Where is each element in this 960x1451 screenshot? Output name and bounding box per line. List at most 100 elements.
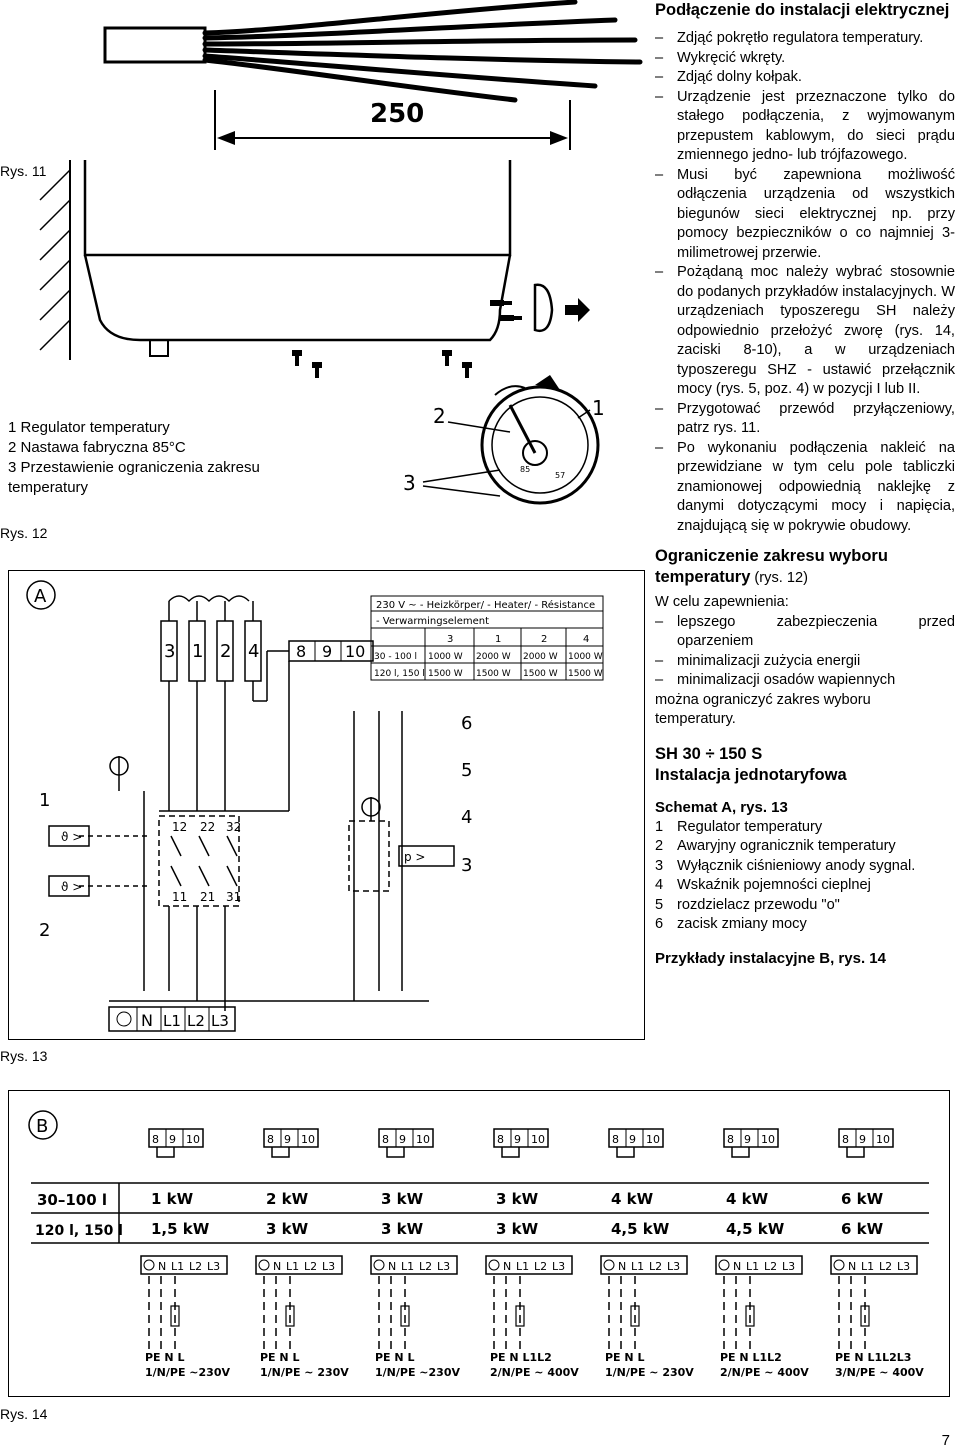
fig12-legend-item: 3 Przestawienie ograniczenia zakresu tem… (8, 459, 260, 496)
heading-install: Instalacja jednotaryfowa (655, 765, 847, 784)
ground-icon (143, 1259, 155, 1271)
power-value-row2: 1,5 kW (151, 1220, 210, 1238)
terminal-block (140, 1255, 228, 1275)
fig13-callout-2: 2 (39, 920, 50, 941)
fig11-dimension: 250 (370, 99, 424, 129)
power-table-cell: 1500 W (428, 669, 463, 679)
heater-label: 1 (192, 641, 203, 662)
selector-block (263, 1128, 319, 1148)
dial-mark-57: 57 (555, 471, 565, 480)
power-value-row2: 3 kW (381, 1220, 424, 1238)
terminal-block (830, 1255, 918, 1275)
selector-label: 9 (399, 1133, 406, 1146)
instruction-column: Podłączenie do instalacji elektrycznej Z… (655, 0, 955, 969)
limit-intro: W celu zapewnienia: (655, 594, 789, 610)
contact-label: 31 (226, 890, 241, 904)
power-value-row1: 3 kW (496, 1190, 539, 1208)
terminal-label: N (141, 1011, 153, 1030)
terminal-label: L2 (187, 1012, 205, 1030)
list-item: lepszego zabezpieczenia przed oparzeniem (655, 613, 955, 652)
ground-icon (488, 1259, 500, 1271)
list-item: Pożądaną moc należy wybrać stosownie do … (655, 263, 955, 400)
supply-label: PE N L (260, 1351, 299, 1364)
fig13-callout-6: 6 (461, 713, 472, 734)
power-table-row-label: 30 - 100 l (374, 652, 417, 662)
fig13-callout-1: 1 (39, 790, 50, 811)
heading-examples: Przykłady instalacyjne B, rys. 14 (655, 949, 886, 967)
list-item: Urządzenie jest przeznaczone tylko do st… (655, 88, 955, 166)
ground-icon (258, 1259, 270, 1271)
power-value-row2: 6 kW (841, 1220, 884, 1238)
heater-label: 3 (164, 641, 175, 662)
contact-label: 22 (200, 820, 215, 834)
fig13-wiring-diagram: A 3 1 2 4 8 9 10 230 V (26, 580, 604, 1032)
supply-voltage: 2/N/PE ~ 400V (720, 1366, 809, 1379)
fig12-caption: Rys. 12 (0, 525, 48, 541)
heading-connection: Podłączenie do instalacji elektrycznej (655, 1, 950, 19)
power-table-cell: 1000 W (428, 652, 463, 662)
ground-icon (833, 1259, 845, 1271)
selector-block (148, 1128, 204, 1148)
fig14-caption: Rys. 14 (0, 1406, 48, 1422)
power-table-col: 1 (495, 634, 501, 645)
terminal-label: L1 (746, 1260, 759, 1273)
selector-label: 10 (876, 1133, 890, 1146)
selector-label: 8 (382, 1133, 389, 1146)
selector-label: 10 (531, 1133, 545, 1146)
selector-block (838, 1128, 894, 1148)
heading-model: SH 30 ÷ 150 S (655, 744, 763, 763)
power-table-cell: 1500 W (568, 669, 603, 679)
selector-label: 9 (514, 1133, 521, 1146)
heading-limit: Ograniczenie zakresu wyboru temperatury … (655, 546, 955, 589)
list-item: Przygotować przewód przyłączeniowy, patr… (655, 400, 955, 439)
theta-label: ϑ > (61, 880, 82, 894)
terminal-label: L3 (322, 1260, 335, 1273)
selector-label: 8 (152, 1133, 159, 1146)
terminal-label: N (388, 1260, 396, 1273)
fig13-callout-5: 5 (461, 760, 472, 781)
terminal-label: L2 (534, 1260, 547, 1273)
selector-label: 8 (497, 1133, 504, 1146)
supply-label: PE N L (375, 1351, 414, 1364)
ground-icon (373, 1259, 385, 1271)
fig12-legend-item: 2 Nastawa fabryczna 85°C (8, 439, 186, 456)
terminal-label: L3 (207, 1260, 220, 1273)
connection-steps: Zdjąć pokrętło regulatora temperatury. W… (655, 29, 955, 536)
terminal-label: L1 (171, 1260, 184, 1273)
selector-block (608, 1128, 664, 1148)
power-value-row1: 4 kW (611, 1190, 654, 1208)
power-value-row1: 4 kW (726, 1190, 769, 1208)
terminal-label: L3 (211, 1012, 229, 1030)
power-table-header: 230 V ~ - Heizkörper/ - Heater/ - Résist… (376, 599, 595, 611)
ground-icon (603, 1259, 615, 1271)
power-table-col: 3 (447, 634, 453, 645)
power-table-cell: 2000 W (476, 652, 511, 662)
list-item: Po wykonaniu podłączenia nakleić na prze… (655, 439, 955, 537)
fig12-legend-item: 1 Regulator temperatury (8, 419, 170, 436)
selector-label: 8 (612, 1133, 619, 1146)
list-item: Zdjąć pokrętło regulatora temperatury. (655, 29, 955, 49)
terminal-block (600, 1255, 688, 1275)
power-value-row2: 4,5 kW (726, 1220, 785, 1238)
list-item: minimalizacji osadów wapiennych (655, 671, 955, 691)
terminal-label: L1 (286, 1260, 299, 1273)
fig11-caption: Rys. 11 (0, 163, 47, 179)
fig13-caption: Rys. 13 (0, 1048, 48, 1064)
supply-label: PE N L1L2 (720, 1351, 782, 1364)
power-value-row2: 4,5 kW (611, 1220, 670, 1238)
contact-label: 21 (200, 890, 215, 904)
terminal-label: L1 (516, 1260, 529, 1273)
selector-block (493, 1128, 549, 1148)
terminal-label: L3 (667, 1260, 680, 1273)
selector-label: 8 (842, 1133, 849, 1146)
selector-label: 9 (284, 1133, 291, 1146)
power-table-row-label: 120 l, 150 l (374, 669, 425, 679)
list-item: minimalizacji zużycia energii (655, 652, 955, 672)
terminal-label: L2 (764, 1260, 777, 1273)
